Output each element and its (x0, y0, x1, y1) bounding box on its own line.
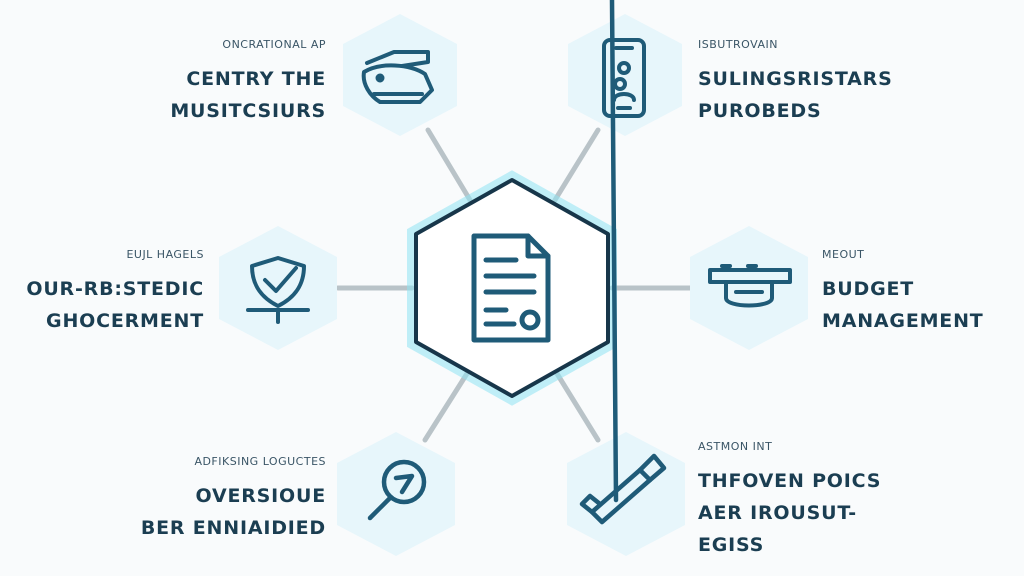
title-line: MUSITCSIURS (170, 100, 326, 122)
hex-tile-mid-right[interactable] (690, 226, 808, 350)
title-line: OUR-RB:STEDIC (26, 278, 204, 300)
hex-tile-top-right[interactable] (568, 14, 682, 136)
stapler-icon (361, 50, 434, 104)
shield-check-icon (246, 256, 310, 324)
hex-tile-top-left[interactable] (343, 14, 457, 136)
hex-tile-bottom-right[interactable] (567, 432, 685, 556)
connector-bottom-left (422, 369, 471, 443)
subtitle-bottom-left: ADFIKSING LOGUCTES (194, 455, 326, 468)
title-line: BUDGET (822, 278, 915, 300)
connector-top-right (552, 127, 601, 203)
label-bottom-left: ADFIKSING LOGUCTES OVERSIOUE BER ENNIAID… (141, 455, 326, 544)
connector-lines (335, 127, 693, 443)
label-mid-left: EUJL HAGELS OUR-RB:STEDIC GHOCERMENT (26, 248, 204, 337)
subtitle-mid-left: EUJL HAGELS (126, 248, 204, 261)
wrench-icon (579, 0, 667, 525)
title-line: MANAGEMENT (822, 310, 984, 332)
title-line: EGISS (698, 534, 765, 556)
tray-icon (708, 264, 792, 308)
connector-bottom-right (553, 369, 601, 443)
subtitle-top-left: ONCRATIONAL AP (222, 38, 326, 51)
label-mid-right: MEOUT BUDGET MANAGEMENT (822, 248, 984, 337)
subtitle-top-right: ISBUTROVAIN (698, 38, 778, 51)
title-line: THFOVEN POICS (698, 470, 882, 492)
title-line: AER IROUSUT- (698, 502, 857, 524)
title-line: CENTRY THE (186, 68, 326, 90)
title-line: SULINGSRISTARS (698, 68, 893, 90)
label-bottom-right: ASTMON INT THFOVEN POICS AER IROUSUT- EG… (698, 440, 881, 561)
document-icon (471, 233, 551, 343)
connector-top-left (425, 127, 473, 203)
title-line: BER ENNIAIDIED (140, 517, 326, 539)
magnifier-icon (367, 459, 427, 521)
hex-tile-bottom-left[interactable] (337, 432, 455, 556)
title-line: PUROBEDS (698, 100, 822, 122)
center-hex[interactable] (414, 178, 610, 398)
title-line: GHOCERMENT (46, 310, 204, 332)
label-top-right: ISBUTROVAIN SULINGSRISTARS PUROBEDS (698, 38, 893, 127)
subtitle-mid-right: MEOUT (822, 248, 865, 261)
label-top-left: ONCRATIONAL AP CENTRY THE MUSITCSIURS (170, 38, 326, 127)
subtitle-bottom-right: ASTMON INT (698, 440, 773, 453)
title-line: OVERSIOUE (195, 485, 326, 507)
